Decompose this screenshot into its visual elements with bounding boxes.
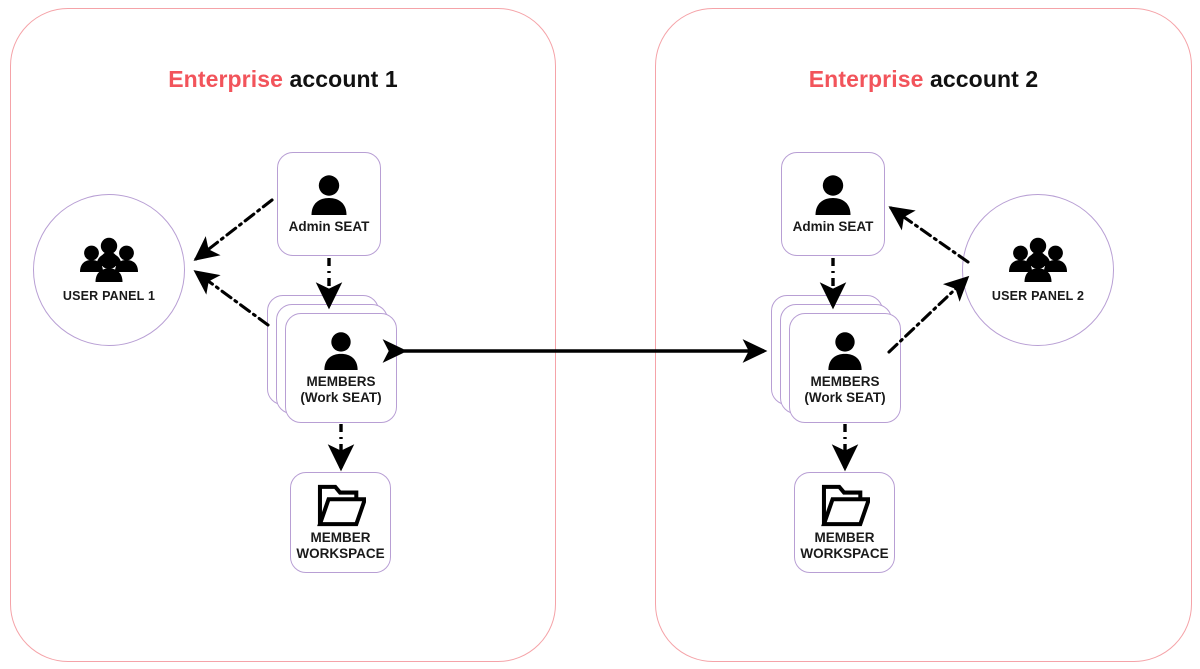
folder-icon — [316, 483, 366, 527]
members-1-front-card[interactable]: MEMBERS (Work SEAT) — [285, 313, 397, 423]
account-2-title-keyword: Enterprise — [808, 66, 924, 92]
users-group-icon — [1007, 237, 1069, 283]
admin-seat-2-node[interactable]: Admin SEAT — [781, 152, 885, 256]
members-1-label: MEMBERS (Work SEAT) — [300, 373, 382, 405]
enterprise-account-2-container — [655, 8, 1192, 662]
admin-seat-1-node[interactable]: Admin SEAT — [277, 152, 381, 256]
admin-seat-2-label: Admin SEAT — [792, 218, 874, 234]
user-panel-1-label: USER PANEL 1 — [62, 289, 156, 303]
account-1-title-rest: account 1 — [283, 66, 398, 92]
user-icon — [322, 331, 360, 371]
user-icon — [826, 331, 864, 371]
folder-icon — [820, 483, 870, 527]
users-group-icon — [78, 237, 140, 283]
members-2-front-card[interactable]: MEMBERS (Work SEAT) — [789, 313, 901, 423]
member-workspace-1-node[interactable]: MEMBER WORKSPACE — [290, 472, 391, 573]
members-1-node[interactable]: MEMBERS (Work SEAT) — [267, 295, 397, 423]
user-icon — [813, 174, 853, 216]
user-panel-2-node[interactable]: USER PANEL 2 — [962, 194, 1114, 346]
members-2-label: MEMBERS (Work SEAT) — [804, 373, 886, 405]
member-workspace-2-node[interactable]: MEMBER WORKSPACE — [794, 472, 895, 573]
enterprise-account-1-container — [10, 8, 556, 662]
account-2-title: Enterprise account 2 — [655, 66, 1192, 93]
admin-seat-1-label: Admin SEAT — [288, 218, 370, 234]
user-panel-2-label: USER PANEL 2 — [991, 289, 1085, 303]
member-workspace-2-label: MEMBER WORKSPACE — [800, 530, 889, 561]
member-workspace-1-label: MEMBER WORKSPACE — [296, 530, 385, 561]
user-panel-1-node[interactable]: USER PANEL 1 — [33, 194, 185, 346]
account-2-title-rest: account 2 — [923, 66, 1039, 92]
account-1-title: Enterprise account 1 — [10, 66, 556, 93]
user-icon — [309, 174, 349, 216]
members-2-node[interactable]: MEMBERS (Work SEAT) — [771, 295, 901, 423]
account-1-title-keyword: Enterprise — [168, 66, 283, 92]
